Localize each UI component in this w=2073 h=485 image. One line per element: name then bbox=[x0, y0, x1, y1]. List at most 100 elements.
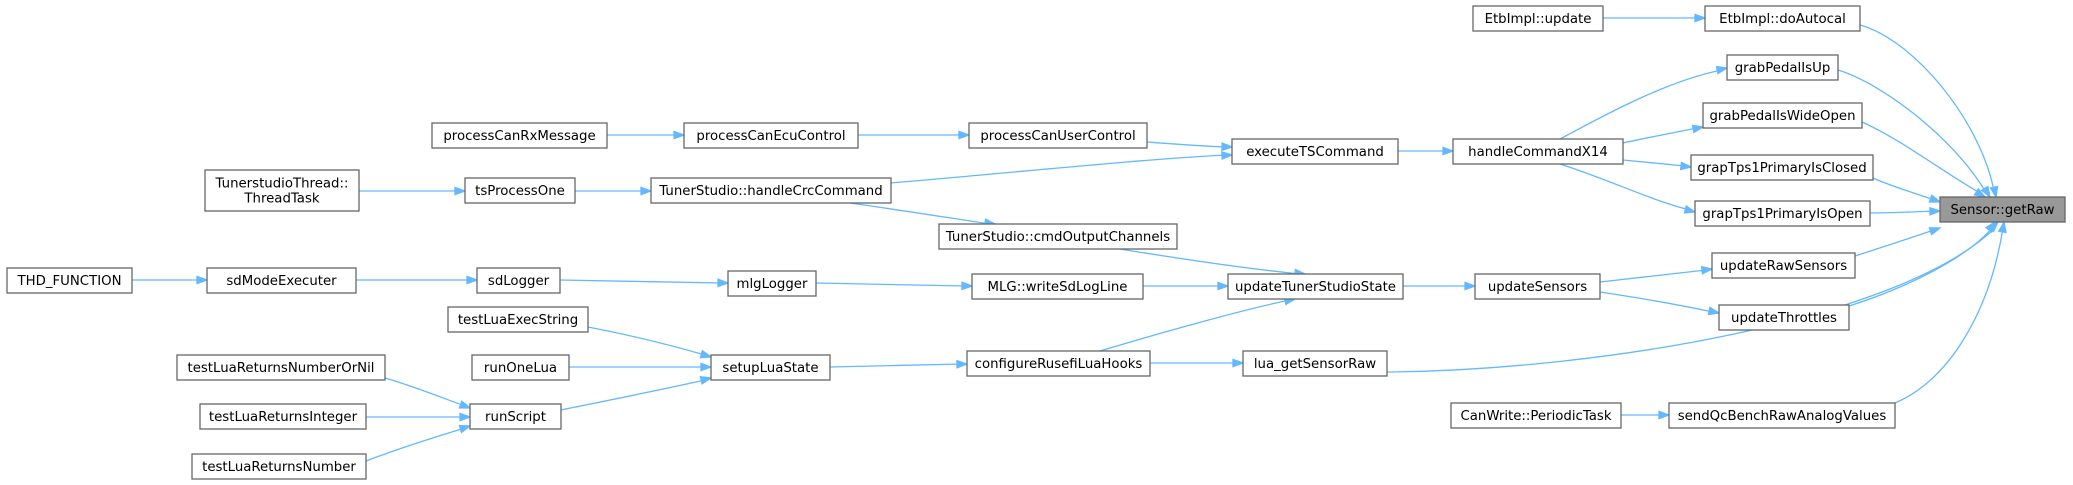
arrow-head-icon bbox=[1464, 281, 1477, 291]
node-box bbox=[447, 306, 589, 333]
graph-node[interactable]: testLuaExecString bbox=[447, 306, 589, 333]
node-label: TunerStudio::handleCrcCommand bbox=[658, 184, 882, 199]
graph-node[interactable]: processCanRxMessage bbox=[431, 122, 608, 149]
node-label: configureRusefiLuaHooks bbox=[975, 357, 1143, 372]
graph-node[interactable]: tsProcessOne bbox=[464, 177, 576, 204]
node-label: sdModeExecuter bbox=[226, 274, 337, 289]
node-label: runOneLua bbox=[484, 361, 557, 376]
node-box bbox=[1690, 154, 1874, 181]
edge-line bbox=[815, 282, 967, 287]
node-label: processCanUserControl bbox=[980, 129, 1135, 144]
graph-node[interactable]: testLuaReturnsNumber bbox=[191, 453, 367, 480]
graph-node[interactable]: EtbImpl::doAutocal bbox=[1704, 5, 1861, 32]
edge-line bbox=[559, 279, 723, 284]
arrow-head-icon bbox=[1700, 265, 1714, 275]
graph-node[interactable]: runScript bbox=[469, 403, 562, 430]
graph-node[interactable]: sendQcBenchRawAnalogValues bbox=[1668, 402, 1896, 429]
edge-n6-n5 bbox=[1146, 141, 1234, 152]
node-box bbox=[938, 223, 1178, 250]
arrow-head-icon bbox=[1928, 227, 1942, 236]
node-box bbox=[1711, 252, 1856, 279]
graph-node[interactable]: processCanEcuControl bbox=[683, 122, 859, 149]
node-box bbox=[968, 122, 1148, 149]
graph-node[interactable]: grabPedalIsUp bbox=[1726, 54, 1839, 81]
arrow-head-icon bbox=[1928, 194, 1942, 203]
arrow-head-icon bbox=[1221, 151, 1234, 161]
arrow-head-icon bbox=[1707, 306, 1721, 316]
graph-node[interactable]: mlgLogger bbox=[727, 270, 817, 297]
graph-node[interactable]: grapTps1PrimaryIsOpen bbox=[1694, 200, 1871, 227]
edge-n1-n0 bbox=[1859, 24, 1999, 199]
graph-node[interactable]: testLuaReturnsNumberOrNil bbox=[176, 354, 386, 381]
graph-node[interactable]: updateThrottles bbox=[1718, 304, 1850, 331]
graph-node[interactable]: CanWrite::PeriodicTask bbox=[1450, 402, 1622, 429]
graph-node[interactable]: runOneLua bbox=[471, 354, 570, 381]
edge-line bbox=[1099, 299, 1291, 352]
graph-node[interactable]: TunerstudioThread::ThreadTask bbox=[204, 169, 360, 212]
graph-node[interactable]: configureRusefiLuaHooks bbox=[966, 350, 1151, 377]
arrow-head-icon bbox=[1442, 146, 1455, 156]
node-label: EtbImpl::update bbox=[1485, 12, 1592, 27]
edge-n27-n35 bbox=[1599, 291, 1721, 316]
node-box bbox=[710, 354, 831, 381]
edge-n10-n9 bbox=[575, 186, 653, 196]
node-label: THD_FUNCTION bbox=[16, 274, 121, 289]
edge-line bbox=[1894, 227, 2004, 404]
graph-node[interactable]: MLG::writeSdLogLine bbox=[971, 273, 1144, 300]
graph-node[interactable]: TunerStudio::handleCrcCommand bbox=[650, 177, 892, 204]
graph-node[interactable]: EtbImpl::update bbox=[1472, 5, 1604, 32]
edge-line bbox=[1854, 229, 1935, 257]
node-box bbox=[464, 177, 576, 204]
graph-node[interactable]: updateSensors bbox=[1474, 273, 1601, 300]
graph-node[interactable]: setupLuaState bbox=[710, 354, 831, 381]
graph-node[interactable]: processCanUserControl bbox=[968, 122, 1148, 149]
node-label: updateRawSensors bbox=[1720, 259, 1847, 274]
graph-node[interactable]: grapTps1PrimaryIsClosed bbox=[1690, 154, 1874, 181]
edge-n27-n26 bbox=[1599, 265, 1714, 283]
edge-n4-n14 bbox=[1559, 163, 1697, 214]
node-label: mlgLogger bbox=[737, 277, 808, 292]
graph-node[interactable]: lua_getSensorRaw bbox=[1242, 350, 1388, 377]
node-label: processCanEcuControl bbox=[696, 129, 845, 144]
graph-node[interactable]: executeTSCommand bbox=[1231, 138, 1399, 165]
edge-n33-n32 bbox=[132, 275, 209, 285]
edge-n22-n19 bbox=[384, 377, 472, 409]
node-box bbox=[966, 350, 1151, 377]
edge-n18-n17 bbox=[569, 362, 713, 372]
graph-node[interactable]: grabPedalIsWideOpen bbox=[1702, 102, 1863, 129]
edge-n20-n19 bbox=[365, 412, 472, 422]
graph-nodes: Sensor::getRaw EtbImpl::doAutocal EtbImpl:… bbox=[6, 5, 2066, 480]
graph-node[interactable]: sdLogger bbox=[476, 267, 561, 294]
node-box bbox=[1704, 5, 1861, 32]
graph-node[interactable]: updateTunerStudioState bbox=[1227, 273, 1404, 300]
arrow-head-icon bbox=[699, 376, 713, 385]
arrow-head-icon bbox=[1715, 65, 1729, 75]
root-node[interactable]: Sensor::getRaw bbox=[1939, 196, 2066, 223]
edge-line bbox=[1599, 269, 1707, 283]
node-label: sendQcBenchRawAnalogValues bbox=[1678, 409, 1887, 424]
arrow-head-icon bbox=[1984, 220, 1997, 234]
edge-n25-n24 bbox=[1621, 410, 1671, 420]
edge-n4-n12 bbox=[1622, 124, 1705, 144]
node-label: testLuaExecString bbox=[458, 313, 578, 328]
node-box bbox=[683, 122, 859, 149]
arrow-head-icon bbox=[1217, 281, 1230, 291]
edge-n9-n5 bbox=[890, 151, 1234, 184]
arrow-head-icon bbox=[673, 130, 686, 140]
graph-node[interactable]: sdModeExecuter bbox=[206, 267, 357, 294]
node-label: EtbImpl::doAutocal bbox=[1719, 12, 1846, 27]
edge-n32-n31 bbox=[356, 275, 479, 285]
arrow-head-icon bbox=[956, 359, 969, 369]
edge-n4-n13 bbox=[1622, 159, 1693, 171]
graph-node[interactable]: handleCommandX14 bbox=[1452, 138, 1624, 165]
node-label: testLuaReturnsInteger bbox=[209, 410, 358, 425]
graph-node[interactable]: testLuaReturnsInteger bbox=[199, 403, 367, 430]
graph-node[interactable]: TunerStudio::cmdOutputChannels bbox=[938, 223, 1178, 250]
node-label: setupLuaState bbox=[722, 361, 818, 376]
graph-node[interactable]: updateRawSensors bbox=[1711, 252, 1856, 279]
edge-n3-n0 bbox=[1837, 69, 1992, 199]
graph-node[interactable]: THD_FUNCTION bbox=[6, 267, 133, 294]
node-label: Sensor::getRaw bbox=[1950, 203, 2054, 218]
node-box bbox=[1231, 138, 1399, 165]
